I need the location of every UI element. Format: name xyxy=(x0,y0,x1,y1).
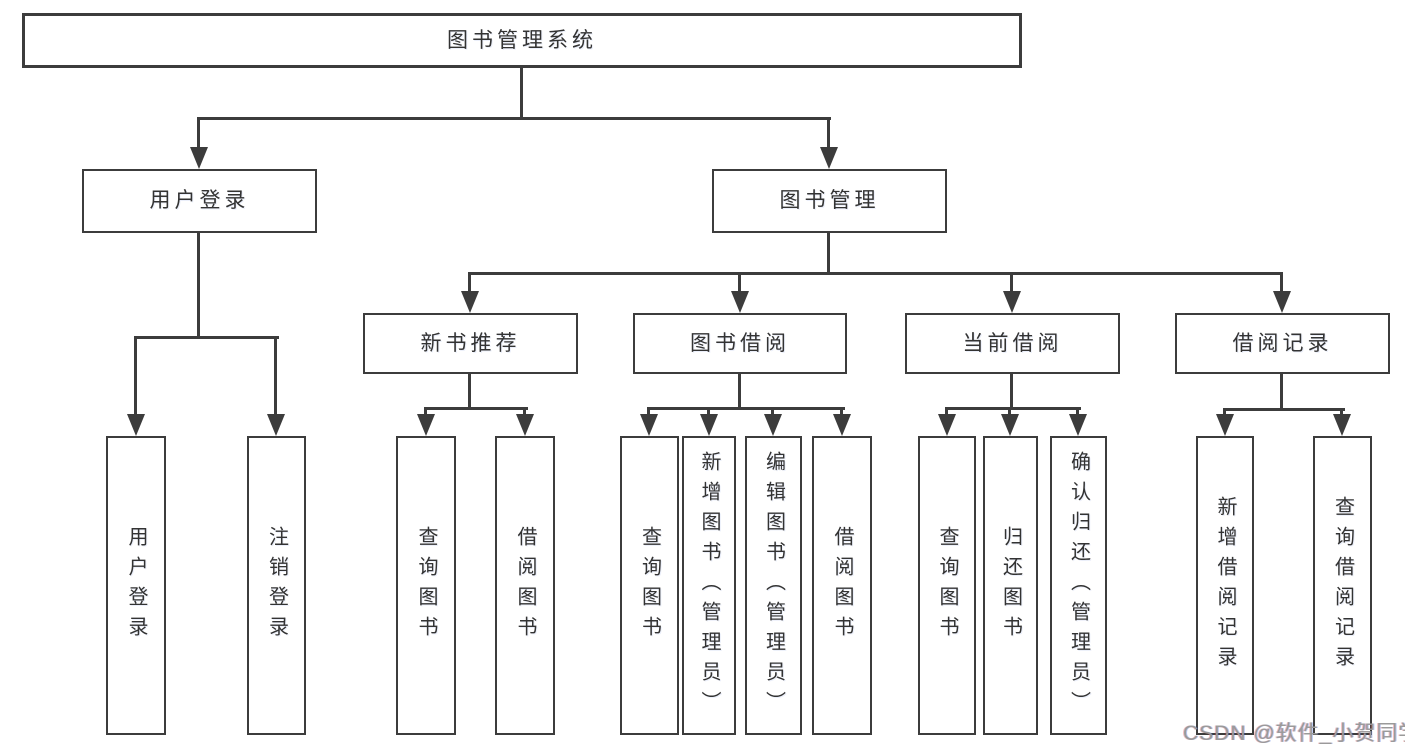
connector-line xyxy=(134,336,279,339)
arrow-down-icon xyxy=(938,414,956,436)
arrow-down-icon xyxy=(417,414,435,436)
node-new-book-recommendation: 新书推荐 xyxy=(363,313,578,374)
arrow-down-icon xyxy=(190,147,208,169)
node-return-book: 归还图书 xyxy=(983,436,1038,735)
node-query-books-3: 查询图书 xyxy=(918,436,976,735)
node-label: 查询图书 xyxy=(638,525,661,646)
node-label: 当前借阅 xyxy=(962,331,1063,355)
connector-line xyxy=(468,373,471,409)
node-add-book-admin: 新增图书（管理员） xyxy=(682,436,736,735)
connector-line xyxy=(424,407,427,417)
arrow-down-icon xyxy=(1333,414,1351,436)
arrow-down-icon xyxy=(700,414,718,436)
connector-line xyxy=(197,117,200,151)
connector-line xyxy=(945,407,948,417)
node-label: 归还图书 xyxy=(999,525,1022,646)
connector-line xyxy=(520,66,523,117)
node-user-login-leaf: 用户登录 xyxy=(106,436,166,735)
arrow-down-icon xyxy=(1069,414,1087,436)
connector-line xyxy=(647,407,650,417)
arrow-down-icon xyxy=(1216,414,1234,436)
node-label: 借阅图书 xyxy=(514,525,536,646)
node-label: 图书借阅 xyxy=(690,331,790,355)
node-book-borrowing: 图书借阅 xyxy=(633,313,847,374)
connector-line xyxy=(424,407,528,410)
connector-line xyxy=(523,407,526,417)
node-logout: 注销登录 xyxy=(247,436,306,735)
node-confirm-return-admin: 确认归还（管理员） xyxy=(1050,436,1107,735)
connector-line xyxy=(134,336,137,418)
connector-line xyxy=(468,272,471,294)
arrow-down-icon xyxy=(1001,414,1019,436)
connector-line xyxy=(1010,272,1013,294)
node-label: 查询借阅记录 xyxy=(1331,495,1354,676)
arrow-down-icon xyxy=(127,414,145,436)
node-query-books-1: 查询图书 xyxy=(396,436,456,735)
node-label: 图书管理系统 xyxy=(447,28,597,52)
watermark: CSDN @软件_小贺同学 xyxy=(1183,722,1405,745)
connector-line xyxy=(647,407,845,410)
connector-line xyxy=(738,373,741,409)
node-user-login: 用户登录 xyxy=(82,169,317,233)
connector-line xyxy=(827,117,830,151)
node-label: 新增借阅记录 xyxy=(1214,495,1236,676)
connector-line xyxy=(1280,272,1283,294)
arrow-down-icon xyxy=(764,414,782,436)
connector-line xyxy=(468,272,1283,275)
node-add-borrow-record: 新增借阅记录 xyxy=(1196,436,1254,735)
node-label: 新书推荐 xyxy=(420,331,521,355)
connector-line xyxy=(197,117,831,120)
node-label: 用户登录 xyxy=(125,525,147,646)
node-query-books-2: 查询图书 xyxy=(620,436,679,735)
arrow-down-icon xyxy=(267,414,285,436)
connector-line xyxy=(1340,408,1343,417)
arrow-down-icon xyxy=(516,414,534,436)
connector-line xyxy=(1280,373,1283,410)
arrow-down-icon xyxy=(820,147,838,169)
arrow-down-icon xyxy=(461,291,479,313)
arrow-down-icon xyxy=(1273,291,1291,313)
arrow-down-icon xyxy=(640,414,658,436)
node-library-management-system: 图书管理系统 xyxy=(22,13,1022,68)
connector-line xyxy=(197,231,200,338)
arrow-down-icon xyxy=(731,291,749,313)
connector-line xyxy=(1010,373,1013,409)
node-label: 查询图书 xyxy=(936,525,958,646)
connector-line xyxy=(738,272,741,294)
node-current-borrowing: 当前借阅 xyxy=(905,313,1120,374)
node-label: 借阅记录 xyxy=(1232,331,1333,355)
node-label: 查询图书 xyxy=(415,525,437,646)
connector-line xyxy=(945,407,1081,410)
node-label: 编辑图书（管理员） xyxy=(762,450,785,721)
node-book-management: 图书管理 xyxy=(712,169,947,233)
node-borrow-books-2: 借阅图书 xyxy=(812,436,872,735)
connector-line xyxy=(1223,408,1345,411)
connector-line xyxy=(1008,407,1011,417)
connector-line xyxy=(707,407,710,417)
arrow-down-icon xyxy=(1003,291,1021,313)
connector-line xyxy=(840,407,843,417)
node-label: 注销登录 xyxy=(265,525,288,646)
node-borrow-books-1: 借阅图书 xyxy=(495,436,555,735)
node-edit-book-admin: 编辑图书（管理员） xyxy=(745,436,802,735)
node-label: 新增图书（管理员） xyxy=(698,450,720,721)
connector-line xyxy=(1223,408,1226,417)
connector-line xyxy=(1076,407,1079,417)
connector-line xyxy=(827,231,830,274)
node-label: 借阅图书 xyxy=(831,525,853,646)
node-borrowing-records: 借阅记录 xyxy=(1175,313,1390,374)
connector-line xyxy=(771,407,774,417)
node-label: 图书管理 xyxy=(779,189,880,213)
connector-line xyxy=(274,336,277,418)
node-query-borrow-record: 查询借阅记录 xyxy=(1313,436,1372,735)
arrow-down-icon xyxy=(833,414,851,436)
node-label: 确认归还（管理员） xyxy=(1067,450,1090,721)
node-label: 用户登录 xyxy=(149,189,250,213)
